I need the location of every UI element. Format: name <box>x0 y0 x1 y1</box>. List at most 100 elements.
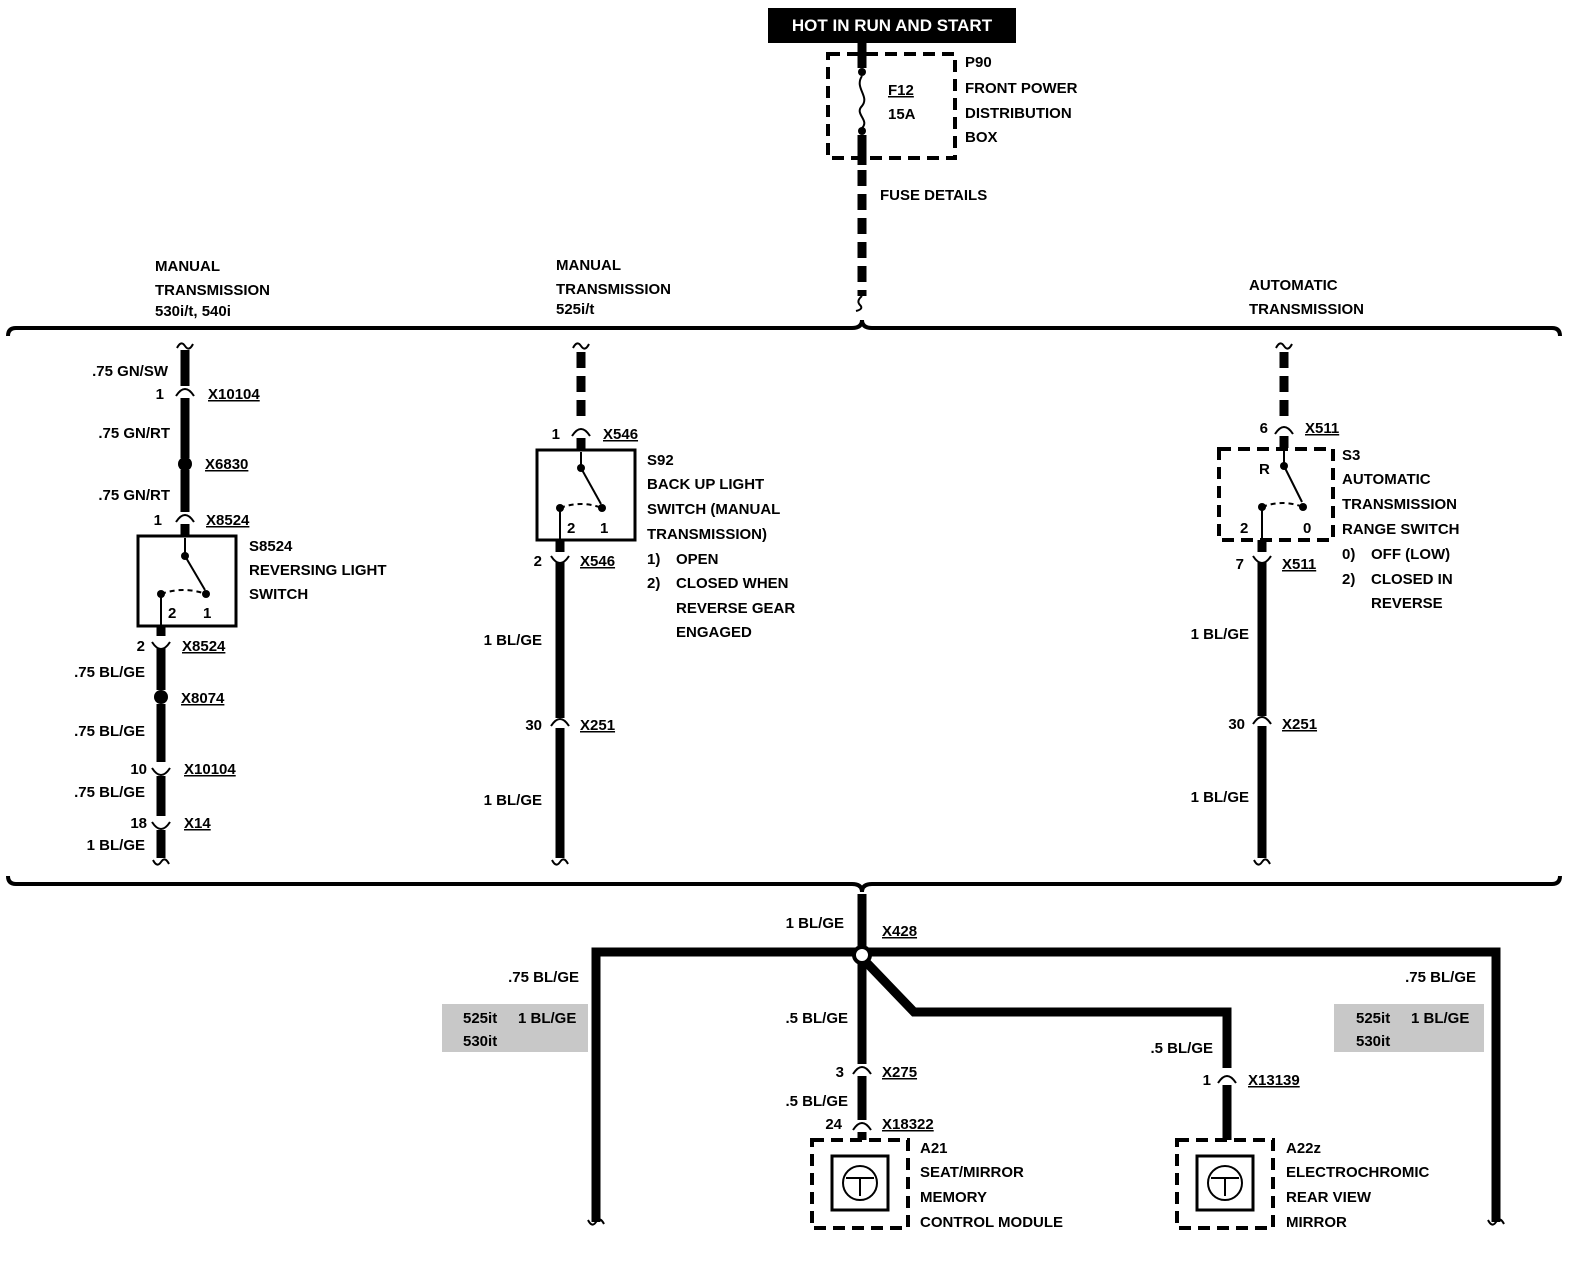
wire-break-symbol <box>1487 1218 1505 1226</box>
wire-label: .5 BL/GE <box>785 1093 848 1110</box>
switch-name-2: SWITCH <box>249 586 308 603</box>
connector-label: X251 <box>580 717 615 734</box>
ground-symbol-icon <box>1211 1177 1239 1196</box>
module-a22-box <box>1175 1138 1275 1230</box>
state-text: REVERSE <box>1371 595 1443 612</box>
connector-pin: 1 <box>1203 1072 1211 1089</box>
wire-label: .75 BL/GE <box>1405 969 1476 986</box>
wire-label: .75 BL/GE <box>74 784 145 801</box>
wire-label: 1 BL/GE <box>484 792 542 809</box>
model-note-left-model: 525it <box>463 1010 497 1027</box>
module-name-1: ELECTROCHROMIC <box>1286 1164 1429 1181</box>
wire-break-symbol <box>1253 858 1271 866</box>
connector-symbol <box>151 641 171 650</box>
connector-symbol <box>852 1122 872 1131</box>
wire-label: .75 BL/GE <box>74 664 145 681</box>
fuse-details-label: FUSE DETAILS <box>880 187 987 204</box>
module-a22-inner <box>1195 1154 1255 1212</box>
ground-circle-icon <box>1207 1165 1243 1201</box>
module-name-3: CONTROL MODULE <box>920 1214 1063 1231</box>
splice-label: X6830 <box>205 456 248 473</box>
title-banner <box>768 8 1016 43</box>
wire-label: .75 GN/SW <box>92 363 169 380</box>
state-text: ENGAGED <box>676 624 752 641</box>
ground-symbol-icon <box>846 1177 874 1196</box>
connector-label: X10104 <box>208 386 260 403</box>
page-title: HOT IN RUN AND START <box>792 16 993 35</box>
connector-symbol <box>852 1066 872 1075</box>
connector-pin: 1 <box>552 426 560 443</box>
switch-pin: 2 <box>168 605 176 622</box>
section-right-label-2: TRANSMISSION <box>1249 301 1364 318</box>
connector-pin: 1 <box>156 386 164 403</box>
distribution-bus-wire <box>591 947 1501 1222</box>
switch-pin: 1 <box>600 520 608 537</box>
switch-pin: 2 <box>1240 520 1248 537</box>
module-a21-box <box>810 1138 910 1230</box>
state-number: 2) <box>1342 571 1355 588</box>
state-text: OPEN <box>676 551 719 568</box>
module-name-1: SEAT/MIRROR <box>920 1164 1024 1181</box>
switch-id: S8524 <box>249 538 293 555</box>
module-id: A21 <box>920 1140 948 1157</box>
splice-dot <box>154 690 168 704</box>
connector-symbol <box>1252 716 1272 725</box>
middle-circuit <box>535 342 637 866</box>
fuse-element-symbol <box>858 75 866 129</box>
wire-label: 1 BL/GE <box>786 915 844 932</box>
fuse-box-id: P90 <box>965 54 992 71</box>
bottom-distribution <box>442 894 1505 1230</box>
switch-name-1: BACK UP LIGHT <box>647 476 764 493</box>
section-left-label-1: MANUAL <box>155 258 220 275</box>
switch-name-1: AUTOMATIC <box>1342 471 1431 488</box>
model-note-right-model: 530it <box>1356 1033 1390 1050</box>
connector-pin: 30 <box>1228 716 1245 733</box>
connector-symbol <box>1217 1075 1237 1084</box>
wire-break-symbol <box>587 1218 605 1226</box>
wire-break-symbol <box>176 342 194 350</box>
connector-pin: 3 <box>836 1064 844 1081</box>
switch-id: S92 <box>647 452 674 469</box>
top-bus-bracket <box>6 319 1562 337</box>
connector-label: X13139 <box>1248 1072 1300 1089</box>
wire-break-symbol <box>855 295 863 312</box>
connector-label: X511 <box>1305 420 1339 437</box>
connector-label: X8524 <box>182 638 226 655</box>
model-note-left-model: 530it <box>463 1033 497 1050</box>
splice-label: X8074 <box>181 690 225 707</box>
connector-pin: 10 <box>130 761 147 778</box>
section-middle-label-1: MANUAL <box>556 257 621 274</box>
connector-label: X546 <box>580 553 615 570</box>
wire-break-symbol <box>551 858 569 866</box>
model-note-left-wire: 1 BL/GE <box>518 1010 576 1027</box>
wire-label: .75 GN/RT <box>98 425 170 442</box>
bottom-bus-bracket <box>6 875 1562 893</box>
wire-break-symbol <box>572 342 590 350</box>
state-text: OFF (LOW) <box>1371 546 1450 563</box>
switch-position: R <box>1259 461 1270 478</box>
switch-name-1: REVERSING LIGHT <box>249 562 387 579</box>
section-left-label-2: TRANSMISSION <box>155 282 270 299</box>
connector-symbol <box>550 718 570 727</box>
wire-label: 1 BL/GE <box>1191 789 1249 806</box>
connector-symbol <box>175 514 195 523</box>
wire-label: 1 BL/GE <box>87 837 145 854</box>
section-middle-label-2: TRANSMISSION <box>556 281 671 298</box>
wire-label: 1 BL/GE <box>484 632 542 649</box>
switch-pin: 1 <box>203 605 211 622</box>
wire-break-symbol <box>1275 342 1293 350</box>
model-note-right-shade <box>1334 1004 1484 1052</box>
connector-label: X275 <box>882 1064 917 1081</box>
state-text: CLOSED IN <box>1371 571 1453 588</box>
switch-id: S3 <box>1342 447 1360 464</box>
connector-symbol <box>1274 426 1294 435</box>
connector-pin: 1 <box>154 512 162 529</box>
ground-circle-icon <box>842 1165 878 1201</box>
connector-symbol <box>1252 555 1272 564</box>
model-note-left-shade <box>442 1004 588 1052</box>
state-number: 2) <box>647 575 660 592</box>
connector-label: X251 <box>1282 716 1317 733</box>
state-number: 1) <box>647 551 660 568</box>
fuse-box-name-2: DISTRIBUTION <box>965 105 1072 122</box>
fuse-box-name-1: FRONT POWER <box>965 80 1078 97</box>
